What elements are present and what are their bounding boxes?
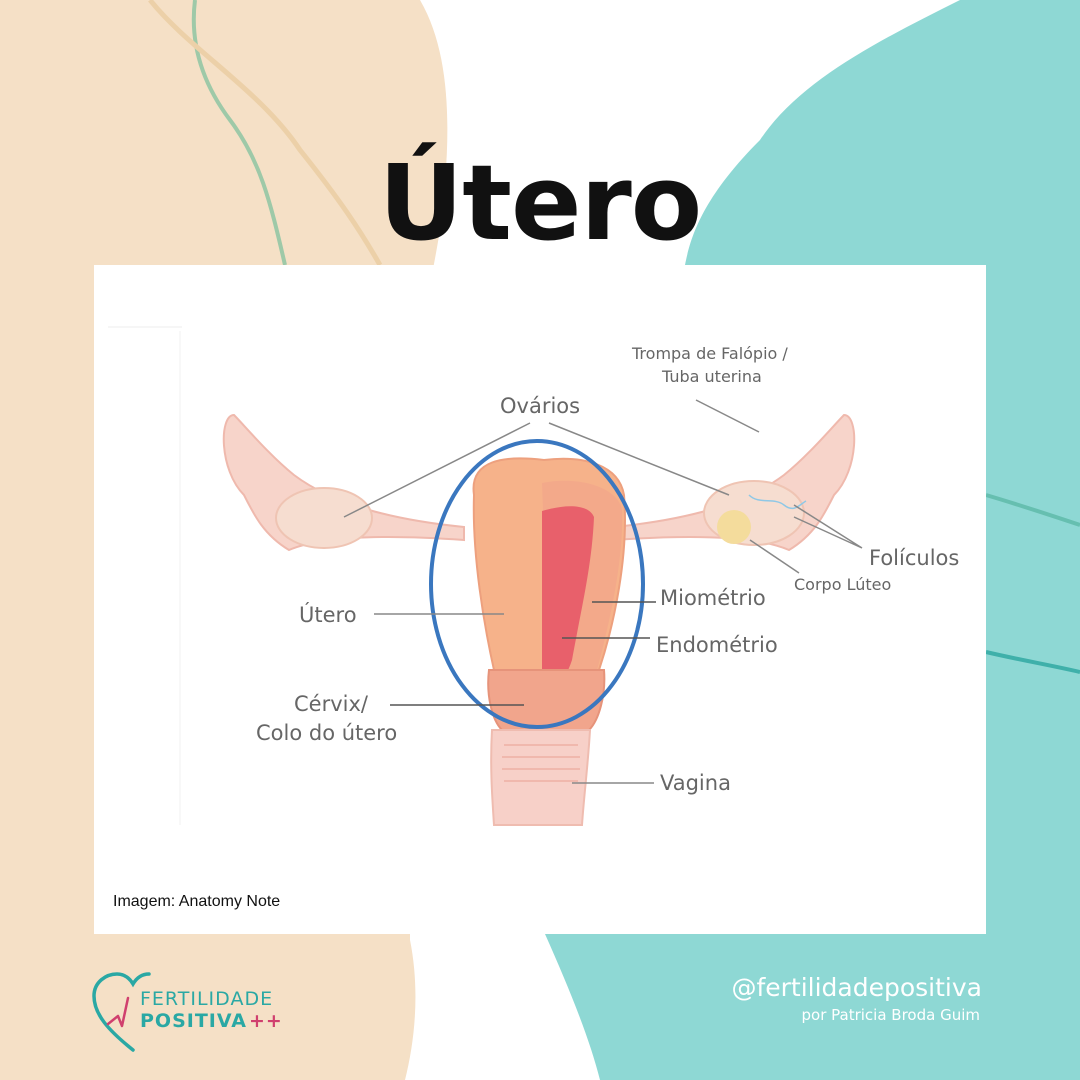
endometrium-cavity	[542, 506, 594, 694]
image-caption: Imagem: Anatomy Note	[113, 893, 281, 910]
author-credit: por Patricia Broda Guim	[801, 1006, 980, 1024]
logo-word-fertilidade: FERTILIDADE	[140, 988, 274, 1010]
brand-logo: FERTILIDADE POSITIVA++	[88, 968, 308, 1058]
leader-ovaries	[343, 422, 730, 518]
left-ovary	[275, 487, 373, 549]
label-corpus-luteum: Corpo Lúteo	[794, 575, 891, 594]
tan-curve	[148, 0, 383, 267]
teal-curve-right-2	[985, 650, 1080, 674]
diagram-card: Trompa de Falópio / Tuba uterina Ovários…	[94, 265, 986, 934]
label-fallopian-tube: Trompa de Falópio /	[631, 344, 788, 363]
uterus-highlight-ellipse	[429, 439, 645, 729]
uterus-diagram: Trompa de Falópio / Tuba uterina Ovários…	[108, 326, 959, 826]
sage-curve	[191, 0, 287, 266]
follicle-vessels	[748, 494, 807, 510]
logo-plus-signs: ++	[248, 1010, 283, 1032]
label-vagina: Vagina	[660, 771, 731, 795]
leader-tube	[695, 399, 760, 433]
teal-curve-right-1	[985, 493, 1080, 527]
corpus-luteum	[717, 510, 751, 544]
logo-word-positiva-text: POSITIVA	[140, 1010, 247, 1032]
teal-blob	[545, 0, 1080, 1080]
logo-word-positiva: POSITIVA++	[140, 1010, 283, 1032]
leader-corpus	[749, 539, 800, 574]
page-title: Útero	[378, 142, 702, 264]
social-handle: @fertilidadepositiva	[731, 973, 982, 1002]
label-myometrium: Miométrio	[660, 586, 766, 610]
label-ovaries: Ovários	[500, 394, 580, 418]
vagina-folds	[502, 744, 580, 782]
label-follicles: Folículos	[869, 546, 959, 570]
heart-icon	[92, 972, 151, 1052]
leader-follicles	[793, 504, 863, 549]
label-uterus: Útero	[299, 602, 357, 627]
label-cervix-2: Colo do útero	[256, 721, 397, 745]
vagina	[490, 729, 592, 826]
label-endometrium: Endométrio	[656, 633, 778, 657]
label-cervix: Cérvix/	[294, 692, 369, 716]
label-fallopian-tube-2: Tuba uterina	[661, 367, 762, 386]
